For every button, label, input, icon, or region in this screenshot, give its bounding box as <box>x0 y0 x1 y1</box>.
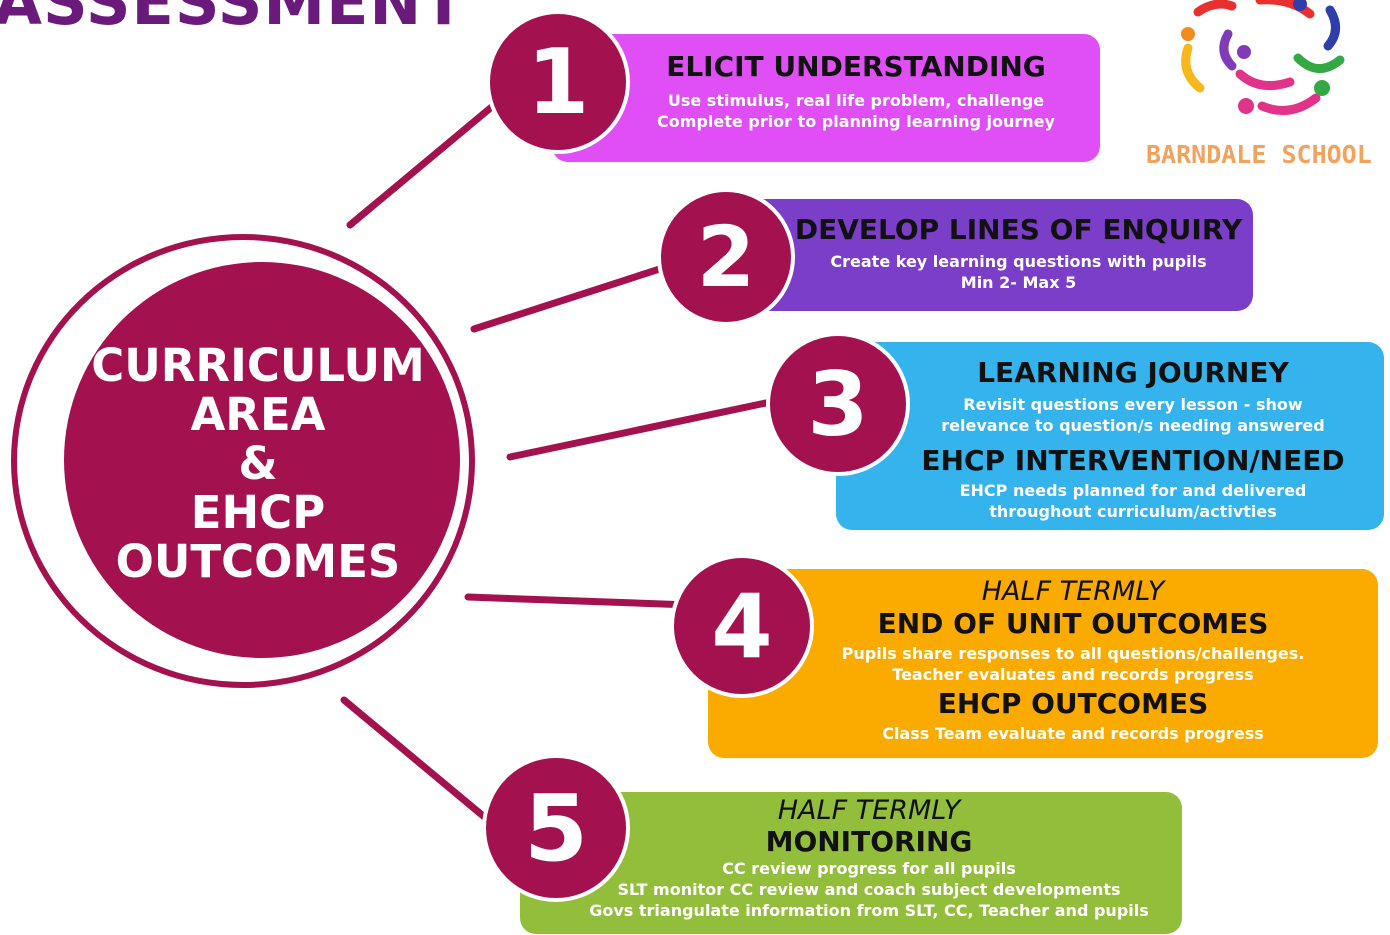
school-logo-text: BARNDALE SCHOOL <box>1146 140 1372 169</box>
step-1-box: ELICIT UNDERSTANDING Use stimulus, real … <box>552 34 1100 162</box>
connector-2 <box>470 261 676 333</box>
step-3-heading: LEARNING JOURNEY <box>977 356 1289 389</box>
step-3-line: Revisit questions every lesson - show <box>963 395 1303 414</box>
step-4-eyebrow: HALF TERMLY <box>981 576 1165 607</box>
connector-5 <box>340 696 504 834</box>
connector-4 <box>464 593 694 609</box>
step-3-number: 3 <box>766 332 910 476</box>
step-4-line-2: Class Team evaluate and records progress <box>882 724 1264 743</box>
step-5-line: Govs triangulate information from SLT, C… <box>589 901 1149 920</box>
step-5-eyebrow: HALF TERMLY <box>777 795 961 826</box>
step-2-box: DEVELOP LINES OF ENQUIRY Create key lear… <box>740 199 1253 311</box>
step-3-heading-2: EHCP INTERVENTION/NEED <box>921 444 1345 477</box>
step-2-number: 2 <box>657 188 795 326</box>
step-5-heading: MONITORING <box>765 825 973 858</box>
step-4-line: Pupils share responses to all questions/… <box>841 644 1305 663</box>
step-3-line-2: EHCP needs planned for and delivered <box>959 481 1307 500</box>
connector-3 <box>506 396 784 461</box>
step-5-line: CC review progress for all pupils <box>722 859 1016 878</box>
hub-circle: CURRICULUM AREA & EHCP OUTCOMES <box>64 262 460 658</box>
step-2-line: Create key learning questions with pupil… <box>830 252 1207 271</box>
school-logo-icon <box>1181 0 1345 115</box>
step-4-line: Teacher evaluates and records progress <box>892 665 1254 684</box>
step-5-number: 5 <box>482 754 630 902</box>
step-1-line: Complete prior to planning learning jour… <box>657 112 1055 131</box>
step-4-heading-2: EHCP OUTCOMES <box>937 687 1209 720</box>
step-3-box: LEARNING JOURNEY Revisit questions every… <box>836 342 1384 530</box>
step-1-number: 1 <box>486 10 630 154</box>
step-4-number: 4 <box>670 554 814 698</box>
step-5-box: HALF TERMLY MONITORING CC review progres… <box>520 792 1182 934</box>
connector-1 <box>346 96 504 229</box>
step-4-heading: END OF UNIT OUTCOMES <box>877 607 1269 640</box>
hub-label: CURRICULUM AREA & EHCP OUTCOMES <box>91 338 425 588</box>
page-title: ASSESSMENT <box>0 0 466 39</box>
step-2-line: Min 2- Max 5 <box>960 273 1077 292</box>
step-1-heading: ELICIT UNDERSTANDING <box>666 50 1046 83</box>
step-3-line: relevance to question/s needing answered <box>941 416 1325 435</box>
step-3-line-2: throughout curriculum/activties <box>989 502 1277 521</box>
step-5-line: SLT monitor CC review and coach subject … <box>617 880 1121 899</box>
step-1-line: Use stimulus, real life problem, challen… <box>667 91 1045 110</box>
step-4-box: HALF TERMLY END OF UNIT OUTCOMES Pupils … <box>708 569 1378 758</box>
step-2-heading: DEVELOP LINES OF ENQUIRY <box>794 213 1243 246</box>
